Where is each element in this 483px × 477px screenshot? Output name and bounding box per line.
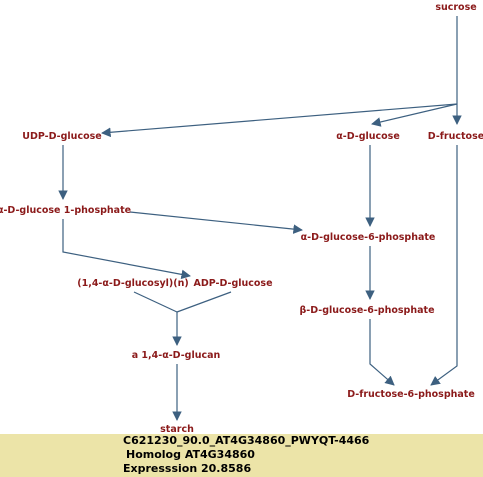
node-glucosyl-n[interactable]: (1,4-α-D-glucosyl)(n) <box>77 278 188 289</box>
nodes: sucrose UDP-D-glucose α-D-glucose D-fruc… <box>0 2 483 435</box>
info-panel: C621230_90.0_AT4G34860_PWYQT-4466 Homolo… <box>0 434 483 477</box>
node-adp-glucose[interactable]: ADP-D-glucose <box>193 278 272 289</box>
edge-fructose-f6p <box>430 145 458 386</box>
info-line-expression: Expresssion 20.8586 <box>123 462 252 475</box>
edge-beta-g6p-f6p <box>369 319 395 386</box>
edges <box>58 16 462 421</box>
edge-glucosyl-merge <box>133 291 178 313</box>
node-udp-glucose[interactable]: UDP-D-glucose <box>22 131 101 142</box>
node-alpha-glucose-6-phosphate[interactable]: α-D-glucose-6-phosphate <box>301 232 436 243</box>
edge-g1p-alpha-g6p <box>129 211 303 234</box>
node-sucrose[interactable]: sucrose <box>435 2 476 13</box>
node-starch[interactable]: starch <box>160 424 194 435</box>
info-line-id: C621230_90.0_AT4G34860_PWYQT-4466 <box>123 434 370 447</box>
edge-sucrose-alpha-glucose <box>371 103 458 127</box>
edge-g1p-adp-glucose <box>62 219 191 280</box>
node-glucose-1-phosphate[interactable]: α-D-glucose 1-phosphate <box>0 205 131 216</box>
node-alpha-glucose[interactable]: α-D-glucose <box>336 131 400 142</box>
node-fructose[interactable]: D-fructose <box>428 131 483 142</box>
node-beta-glucose-6-phosphate[interactable]: β-D-glucose-6-phosphate <box>299 305 434 316</box>
node-fructose-6-phosphate[interactable]: D-fructose-6-phosphate <box>347 389 475 400</box>
edge-adp-glucose-merge <box>176 291 232 313</box>
info-line-homolog: Homolog AT4G34860 <box>126 448 255 461</box>
node-glucan[interactable]: a 1,4-α-D-glucan <box>132 350 221 361</box>
edge-sucrose-udp-glucose <box>101 103 458 138</box>
